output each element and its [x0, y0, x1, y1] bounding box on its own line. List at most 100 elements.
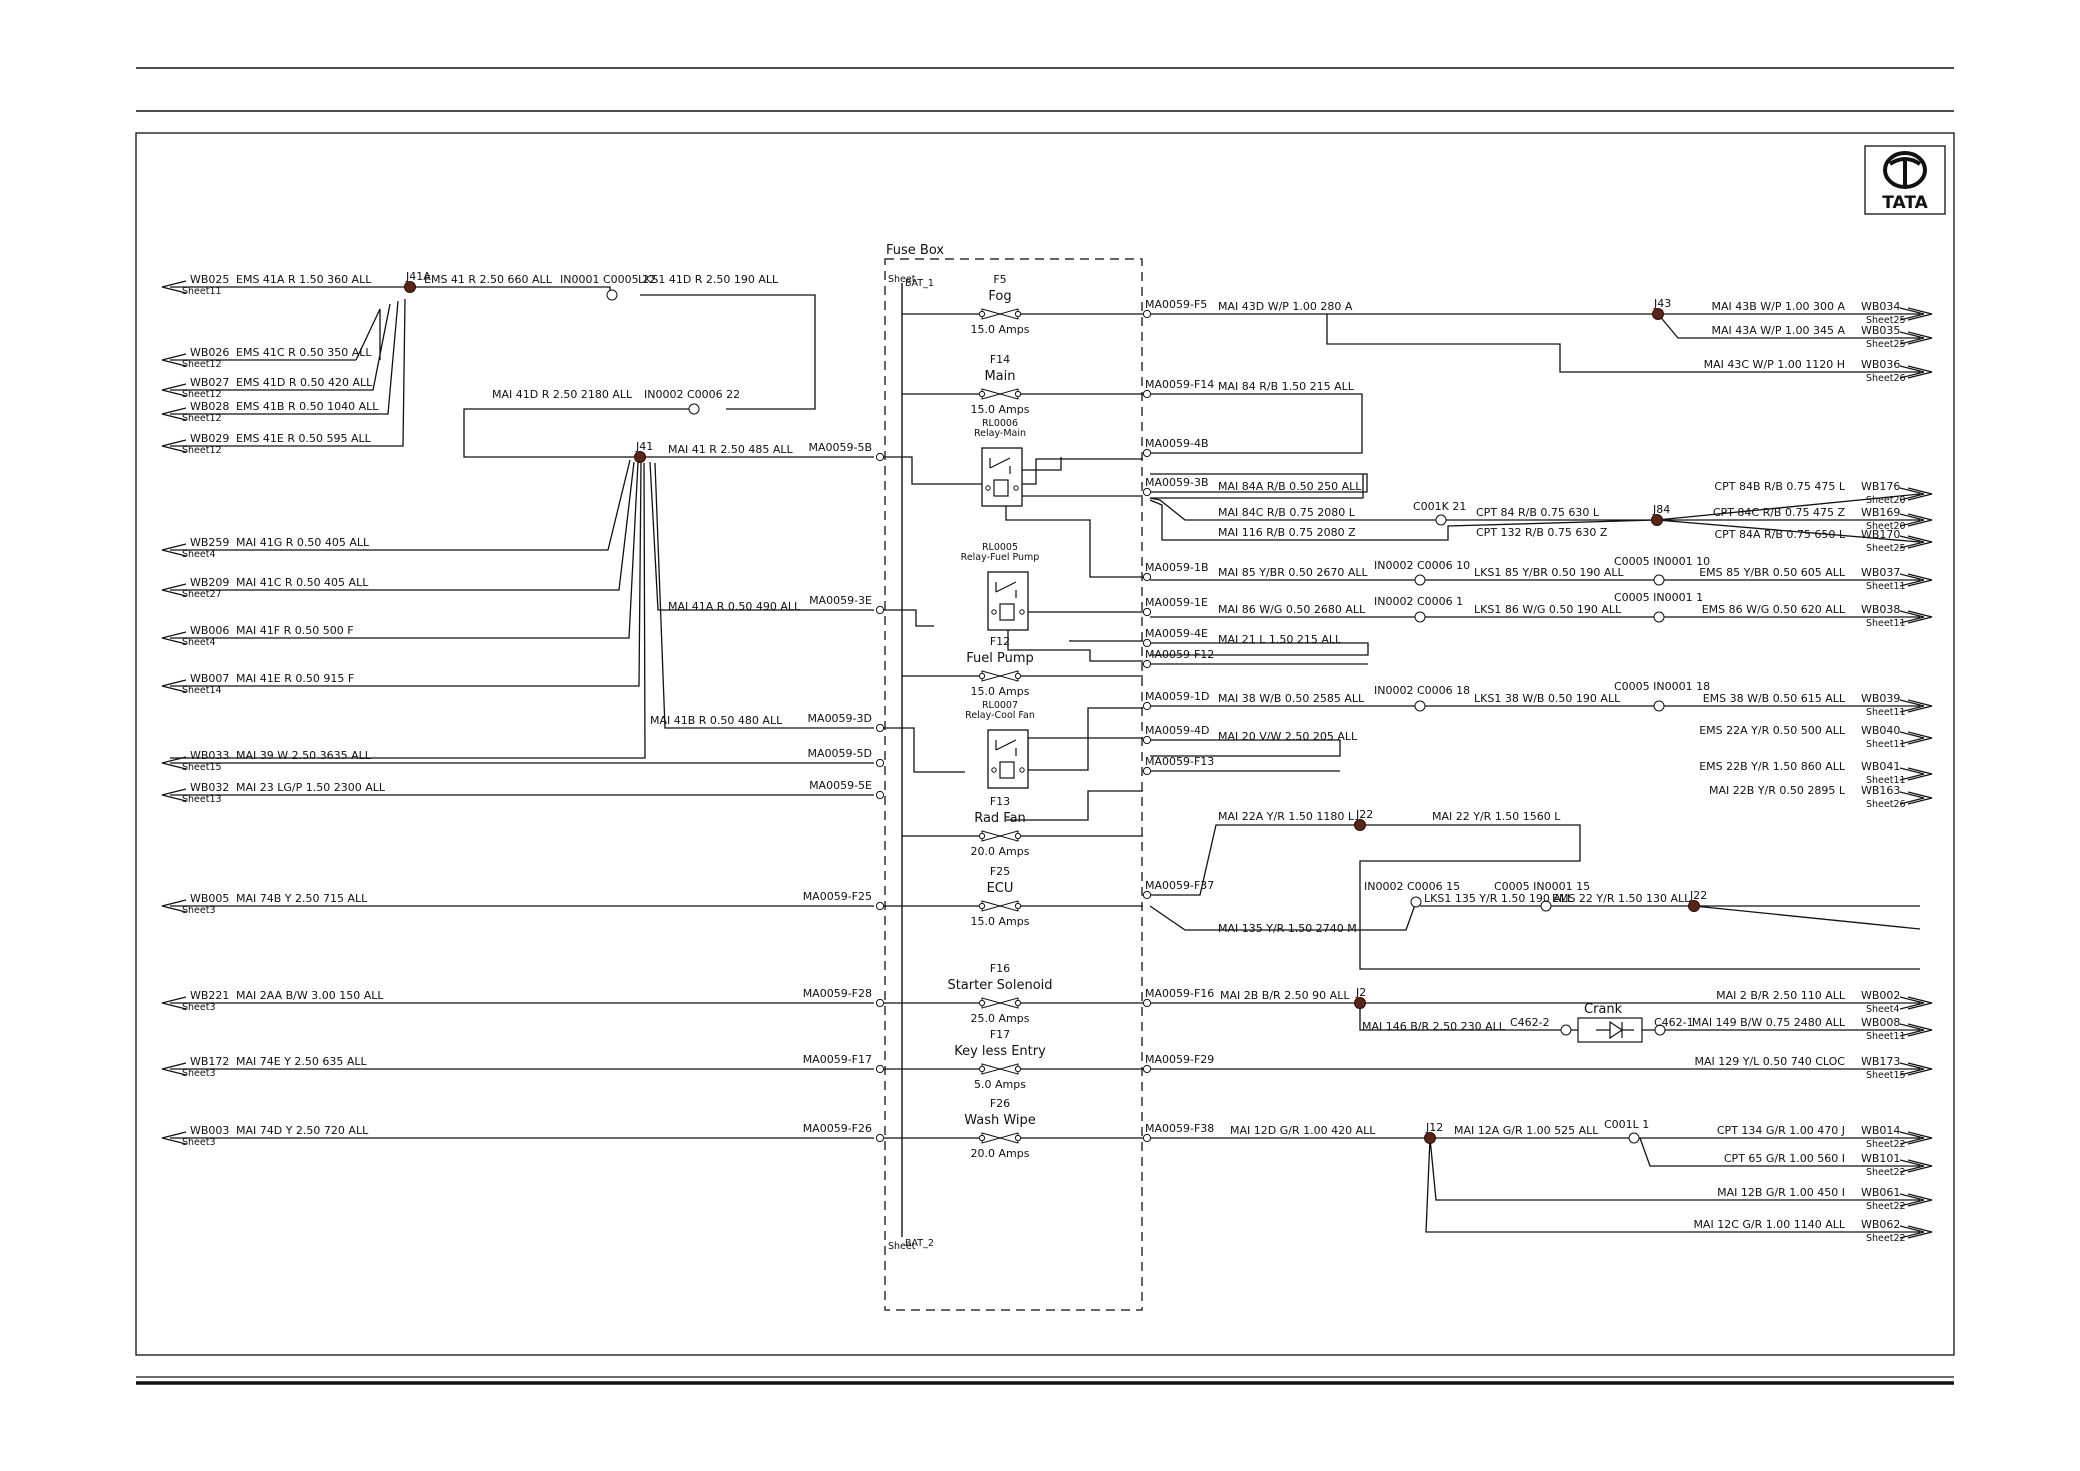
- junction-label: J22: [1355, 808, 1373, 821]
- right-pin-label: MA0059-F12: [1145, 648, 1214, 661]
- connector-symbol: [1435, 514, 1447, 526]
- pin-terminal[interactable]: [875, 1133, 885, 1143]
- pin-terminal[interactable]: [875, 901, 885, 911]
- offpage-sheet: Sheet12: [182, 445, 222, 456]
- pin-terminal[interactable]: [875, 790, 885, 800]
- offpage-ref: WB040: [1861, 724, 1900, 737]
- pin-terminal[interactable]: [1142, 998, 1152, 1008]
- offpage-ref: WB034: [1861, 300, 1900, 313]
- pin-terminal[interactable]: [875, 605, 885, 615]
- left-pin-label: MA0059-F26: [803, 1122, 872, 1135]
- right-pin-label: MA0059-F5: [1145, 298, 1207, 311]
- pin-terminal[interactable]: [1142, 572, 1152, 582]
- junction-node: [1688, 900, 1700, 912]
- pin-terminal[interactable]: [1142, 607, 1152, 617]
- offpage-ref: WB209: [190, 576, 229, 589]
- offpage-ref: WB032: [190, 781, 229, 794]
- pin-terminal[interactable]: [1142, 659, 1152, 669]
- pin-terminal[interactable]: [1142, 890, 1152, 900]
- fuse-name: Starter Solenoid: [947, 978, 1052, 993]
- pin-terminal[interactable]: [1142, 1133, 1152, 1143]
- connector-symbol: [1653, 574, 1665, 586]
- pin-terminal[interactable]: [875, 1064, 885, 1074]
- right-pin-label: MA0059-3B: [1145, 476, 1209, 489]
- connector-symbol: [688, 403, 700, 415]
- right-pin-label: MA0059-F29: [1145, 1053, 1214, 1066]
- wire-spec-label: LKS1 85 Y/BR 0.50 190 ALL: [1474, 566, 1625, 579]
- pin-terminal[interactable]: [875, 998, 885, 1008]
- relay-id: RL0006: [982, 418, 1018, 429]
- offpage-sheet: Sheet27: [182, 589, 222, 600]
- pin-terminal[interactable]: [1142, 487, 1152, 497]
- fuse-amps: 20.0 Amps: [971, 845, 1030, 858]
- right-pin-label: MA0059-F38: [1145, 1122, 1214, 1135]
- offpage-sheet: Sheet11: [182, 286, 222, 297]
- pin-terminal[interactable]: [1142, 309, 1152, 319]
- offpage-wire-spec: MAI 41E R 0.50 915 F: [236, 672, 354, 685]
- pin-terminal[interactable]: [1142, 389, 1152, 399]
- pin-terminal[interactable]: [875, 452, 885, 462]
- pin-terminal[interactable]: [1142, 638, 1152, 648]
- pin-terminal[interactable]: [1142, 735, 1152, 745]
- pin-terminal[interactable]: [1142, 701, 1152, 711]
- offpage-ref: WB029: [190, 432, 229, 445]
- pin-terminal[interactable]: [1142, 766, 1152, 776]
- offpage-sheet: Sheet3: [182, 1068, 216, 1079]
- connector-symbol: [1628, 1132, 1640, 1144]
- pin-terminal[interactable]: [1142, 448, 1152, 458]
- junction-label: J43: [1653, 297, 1671, 310]
- pin-terminal[interactable]: [1142, 1064, 1152, 1074]
- pin-terminal[interactable]: [875, 723, 885, 733]
- wire-spec-label: MAI 38 W/B 0.50 2585 ALL: [1218, 692, 1365, 705]
- offpage-sheet: Sheet11: [1866, 618, 1906, 629]
- pin-terminal[interactable]: [875, 758, 885, 768]
